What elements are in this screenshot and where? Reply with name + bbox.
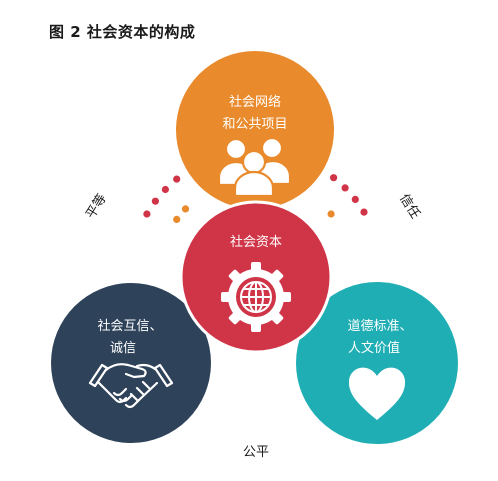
people-group-icon — [217, 136, 292, 198]
right-circle-line1: 道德标准、 — [347, 319, 413, 334]
red-dot — [161, 185, 169, 194]
right-circle-line2: 人文价值 — [347, 341, 400, 356]
handshake-icon — [88, 363, 174, 409]
circle-top — [176, 51, 334, 209]
red-dot — [173, 175, 181, 183]
red-dot — [341, 184, 349, 192]
figure-title: 图 2 社会资本的构成 — [49, 23, 196, 41]
center-circle-line1: 社会资本 — [229, 235, 282, 250]
red-dot — [330, 174, 338, 182]
top-circle-label: 社会网络 和公共项目 — [205, 92, 305, 136]
globe-gear-icon — [221, 262, 291, 332]
center-circle-label: 社会资本 — [206, 232, 306, 254]
red-dot — [151, 197, 159, 205]
red-dot — [360, 208, 368, 216]
circle-right — [296, 282, 458, 444]
orange-dot — [181, 205, 190, 213]
left-circle-label: 社会互信、 诚信 — [80, 316, 180, 360]
orange-dot — [327, 210, 335, 218]
right-circle-label: 道德标准、 人文价值 — [325, 316, 435, 360]
red-dot — [143, 210, 151, 218]
top-circle-line2: 和公共项目 — [222, 117, 288, 132]
top-circle-line1: 社会网络 — [228, 95, 281, 110]
connector-label-bottom: 公平 — [243, 445, 270, 460]
orange-dot — [173, 215, 181, 223]
left-circle-line2: 诚信 — [109, 341, 136, 356]
circle-left — [51, 283, 211, 443]
heart-icon — [348, 367, 406, 420]
red-dot — [351, 195, 359, 203]
left-circle-line1: 社会互信、 — [97, 319, 163, 334]
